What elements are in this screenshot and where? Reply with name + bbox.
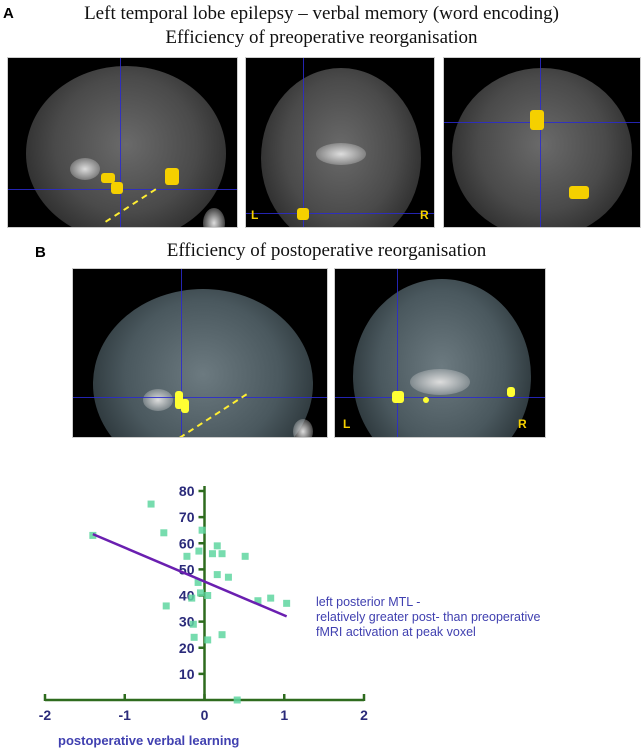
x-axis-label: postoperative verbal learning bbox=[58, 733, 239, 748]
activation-blob bbox=[297, 208, 309, 220]
right-hemisphere-label: R bbox=[518, 417, 527, 431]
data-point bbox=[283, 599, 291, 607]
x-tick-label: 1 bbox=[280, 707, 288, 723]
axial-scan-preop bbox=[443, 57, 641, 228]
right-hemisphere-label: R bbox=[420, 208, 429, 222]
data-point bbox=[183, 552, 191, 560]
coronal-scan-postop: L R bbox=[334, 268, 546, 438]
activation-blob bbox=[569, 186, 589, 199]
data-point bbox=[190, 633, 198, 641]
annotation-line-2: relatively greater post- than preoperati… bbox=[316, 610, 541, 624]
data-point bbox=[162, 602, 170, 610]
activation-blob bbox=[530, 110, 544, 130]
data-point bbox=[218, 550, 226, 558]
data-point bbox=[213, 542, 221, 550]
data-point bbox=[233, 696, 241, 704]
y-tick-label: 10 bbox=[179, 666, 195, 682]
x-tick-label: -1 bbox=[119, 707, 132, 723]
data-point bbox=[204, 592, 212, 599]
panel-b-title: Efficiency of postoperative reorganisati… bbox=[166, 240, 487, 261]
data-point bbox=[194, 578, 202, 586]
panel-b-label: B bbox=[35, 244, 46, 261]
panel-a-subtitle: Efficiency of preoperative reorganisatio… bbox=[165, 27, 478, 48]
data-point bbox=[147, 500, 155, 508]
data-point bbox=[204, 636, 212, 644]
annotation-line-3: fMRI activation at peak voxel bbox=[316, 625, 476, 639]
panel-a-label: A bbox=[3, 5, 14, 22]
coronal-scan-preop: L R bbox=[245, 57, 435, 228]
data-point bbox=[160, 529, 168, 537]
data-point bbox=[189, 620, 197, 628]
annotation-line-1: left posterior MTL - bbox=[316, 595, 421, 609]
activation-blob bbox=[175, 391, 183, 409]
data-point bbox=[208, 550, 216, 558]
left-hemisphere-label: L bbox=[343, 417, 351, 431]
activation-blob bbox=[507, 387, 515, 397]
x-tick-label: 2 bbox=[360, 707, 368, 723]
data-point bbox=[198, 526, 206, 534]
y-tick-label: 20 bbox=[179, 640, 195, 656]
activation-blob bbox=[101, 173, 115, 183]
regression-line bbox=[92, 532, 288, 618]
x-tick-label: 0 bbox=[201, 707, 209, 723]
data-point bbox=[218, 631, 226, 639]
activation-blob bbox=[165, 168, 179, 185]
data-point bbox=[195, 547, 203, 555]
activation-blob bbox=[181, 399, 189, 413]
y-tick-label: 70 bbox=[179, 509, 195, 525]
x-tick-label: -2 bbox=[39, 707, 52, 723]
data-point bbox=[197, 589, 205, 597]
data-point bbox=[254, 597, 262, 605]
left-hemisphere-label: L bbox=[251, 208, 259, 222]
chart-annotation: left posterior MTL - relatively greater … bbox=[316, 595, 540, 640]
data-point bbox=[188, 594, 196, 602]
sagittal-scan-postop bbox=[72, 268, 328, 438]
activation-blob bbox=[111, 182, 123, 194]
y-tick-label: 60 bbox=[179, 535, 195, 551]
data-point bbox=[224, 573, 232, 581]
activation-blob bbox=[392, 391, 404, 403]
data-point bbox=[241, 552, 249, 560]
activation-blob bbox=[423, 397, 429, 403]
panel-a-title: Left temporal lobe epilepsy – verbal mem… bbox=[84, 3, 559, 24]
y-tick-label: 80 bbox=[179, 483, 195, 499]
data-point bbox=[213, 571, 221, 579]
sagittal-scan-preop bbox=[7, 57, 238, 228]
data-point bbox=[267, 594, 275, 602]
